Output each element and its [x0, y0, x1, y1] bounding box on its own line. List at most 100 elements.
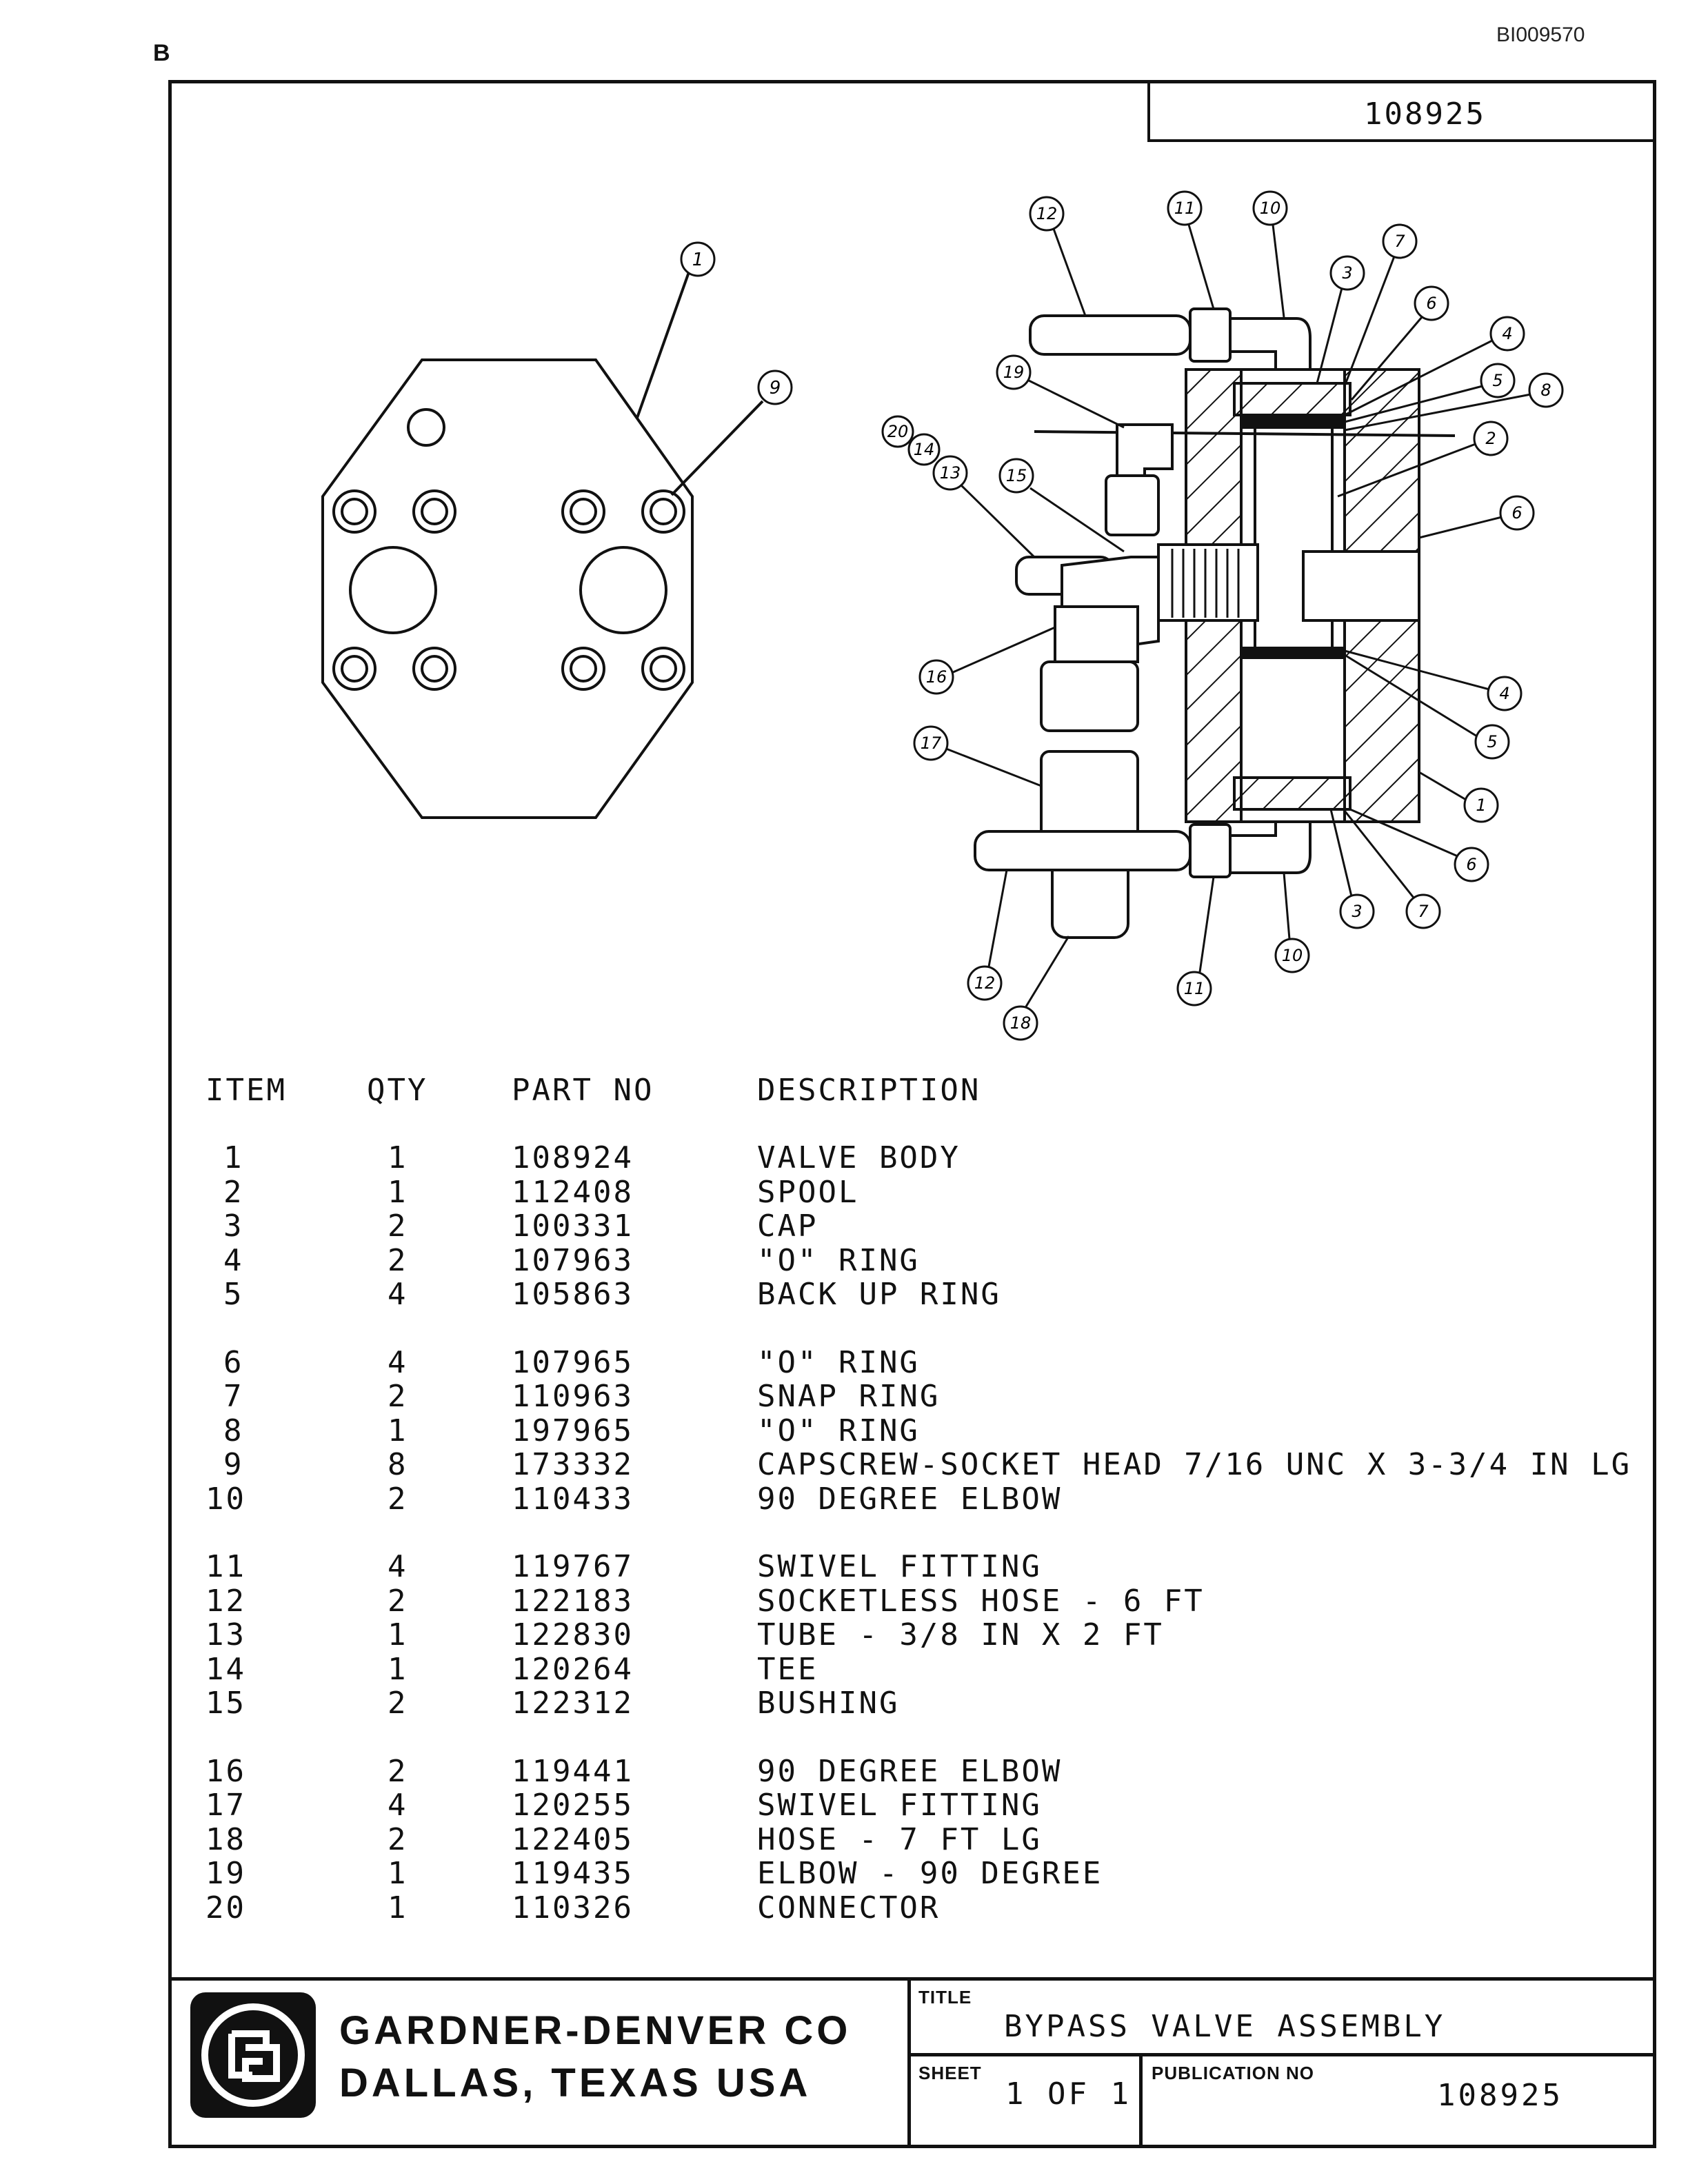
leader-lines: [945, 224, 1531, 1007]
svg-text:16: 16: [926, 667, 947, 687]
table-cell-item: 20: [205, 1890, 246, 1925]
svg-text:6: 6: [1426, 294, 1436, 313]
title-block-divider: [907, 2053, 1656, 2056]
svg-text:10: 10: [1260, 199, 1281, 218]
table-cell-part-no: 112408: [512, 1175, 634, 1210]
plate-port-right: [579, 546, 667, 634]
table-cell-item: 5: [223, 1277, 244, 1312]
table-cell-description: "O" RING: [757, 1413, 920, 1448]
table-cell-part-no: 107963: [512, 1243, 634, 1278]
svg-text:6: 6: [1511, 503, 1522, 523]
company-name: GARDNER-DENVER CO: [339, 2008, 852, 2053]
table-cell-item: 10: [205, 1482, 246, 1517]
callout-bubble: 6: [1414, 285, 1449, 321]
callout-bubble: 10: [1274, 938, 1310, 973]
table-cell-qty: 8: [388, 1447, 408, 1482]
svg-text:8: 8: [1540, 381, 1551, 400]
corner-mark: B: [153, 40, 170, 66]
svg-text:3: 3: [1342, 263, 1352, 283]
bushing-threads: [1171, 549, 1240, 618]
table-cell-qty: 1: [388, 1890, 408, 1925]
svg-text:4: 4: [1502, 324, 1512, 343]
title-block-divider: [1139, 2053, 1143, 2148]
header-part-no: PART NO: [512, 1073, 654, 1108]
callout-bubble: 15: [998, 458, 1034, 494]
callout-bubble: 9: [757, 370, 793, 405]
table-cell-part-no: 110963: [512, 1379, 634, 1414]
sheet-value: 1 OF 1: [1005, 2076, 1132, 2112]
table-cell-item: 16: [205, 1754, 246, 1789]
table-cell-qty: 1: [388, 1617, 408, 1652]
callout-bubble: 5: [1480, 363, 1516, 398]
svg-text:17: 17: [921, 734, 942, 753]
plate-pin-hole: [407, 408, 445, 447]
table-cell-part-no: 173332: [512, 1447, 634, 1482]
callout-bubble: 7: [1405, 893, 1441, 929]
table-cell-description: 90 DEGREE ELBOW: [757, 1754, 1063, 1789]
callout-bubble: 6: [1499, 495, 1535, 531]
table-cell-description: BUSHING: [757, 1686, 900, 1721]
table-cell-description: "O" RING: [757, 1345, 920, 1380]
cap-top: [1233, 382, 1352, 416]
callout-bubble: 1: [680, 241, 716, 277]
callout-bubble: 12: [1029, 196, 1065, 232]
table-cell-item: 1: [223, 1140, 244, 1175]
callout-bubble: 4: [1487, 676, 1523, 711]
fitting-15: [1105, 474, 1160, 536]
callout-bubble: 7: [1382, 223, 1418, 259]
table-cell-description: BACK UP RING: [757, 1277, 1001, 1312]
valve-body-plate: [321, 358, 694, 819]
lower-hose: [974, 830, 1192, 871]
upper-hose: [1029, 314, 1192, 356]
callout-bubble: 2: [1473, 421, 1509, 456]
sheet-label: SHEET: [918, 2063, 982, 2083]
table-cell-item: 18: [205, 1822, 246, 1857]
callout-bubble: 11: [1167, 190, 1203, 226]
title-block: [168, 1977, 1656, 2148]
table-cell-part-no: 119767: [512, 1549, 634, 1584]
table-cell-part-no: 197965: [512, 1413, 634, 1448]
table-cell-part-no: 110433: [512, 1482, 634, 1517]
table-cell-qty: 2: [388, 1822, 408, 1857]
table-cell-item: 4: [223, 1243, 244, 1278]
upper-elbow: [1229, 317, 1312, 371]
header-qty: QTY: [367, 1073, 428, 1108]
svg-text:15: 15: [1006, 466, 1027, 485]
svg-text:20: 20: [887, 422, 909, 441]
table-cell-description: CONNECTOR: [757, 1890, 941, 1925]
table-cell-qty: 1: [388, 1140, 408, 1175]
lower-elbow: [1229, 820, 1312, 874]
drawing-number: 108925: [1364, 97, 1486, 132]
swivel-fitting-17b: [1040, 750, 1139, 842]
callout-bubble: 16: [918, 659, 954, 695]
svg-text:1: 1: [1476, 796, 1486, 815]
table-cell-qty: 2: [388, 1584, 408, 1619]
swivel-fitting-17: [1040, 660, 1139, 732]
assembly-drawing: 1 9 12 11 10 3 7 6 4 5 8 19 20 14 13 15 …: [321, 190, 1564, 1041]
svg-text:14: 14: [914, 440, 935, 459]
callout-bubble: 3: [1329, 255, 1365, 291]
header-item: ITEM: [205, 1073, 287, 1108]
drawing-title: BYPASS VALVE ASSEMBLY: [1004, 2009, 1446, 2044]
table-cell-qty: 4: [388, 1345, 408, 1380]
table-cell-item: 7: [223, 1379, 244, 1414]
svg-text:2: 2: [1485, 429, 1496, 448]
table-cell-qty: 2: [388, 1243, 408, 1278]
table-cell-description: "O" RING: [757, 1243, 920, 1278]
table-cell-qty: 1: [388, 1413, 408, 1448]
table-cell-description: HOSE - 7 FT LG: [757, 1822, 1042, 1857]
table-cell-part-no: 122183: [512, 1584, 634, 1619]
table-cell-item: 19: [205, 1856, 246, 1891]
svg-text:7: 7: [1418, 902, 1429, 921]
table-cell-qty: 4: [388, 1788, 408, 1823]
bushing: [1157, 543, 1259, 622]
svg-text:4: 4: [1499, 684, 1509, 703]
svg-text:11: 11: [1174, 199, 1196, 218]
callout-bubble: 3: [1339, 893, 1375, 929]
table-cell-part-no: 122405: [512, 1822, 634, 1857]
plate-callouts: 1 9: [680, 241, 793, 405]
section-callouts: 12 11 10 3 7 6 4 5 8 19 20 14 13 15 2 6 …: [881, 190, 1564, 1041]
table-cell-part-no: 120255: [512, 1788, 634, 1823]
callout-bubble: 12: [967, 965, 1003, 1001]
table-cell-description: TUBE - 3/8 IN X 2 FT: [757, 1617, 1164, 1652]
